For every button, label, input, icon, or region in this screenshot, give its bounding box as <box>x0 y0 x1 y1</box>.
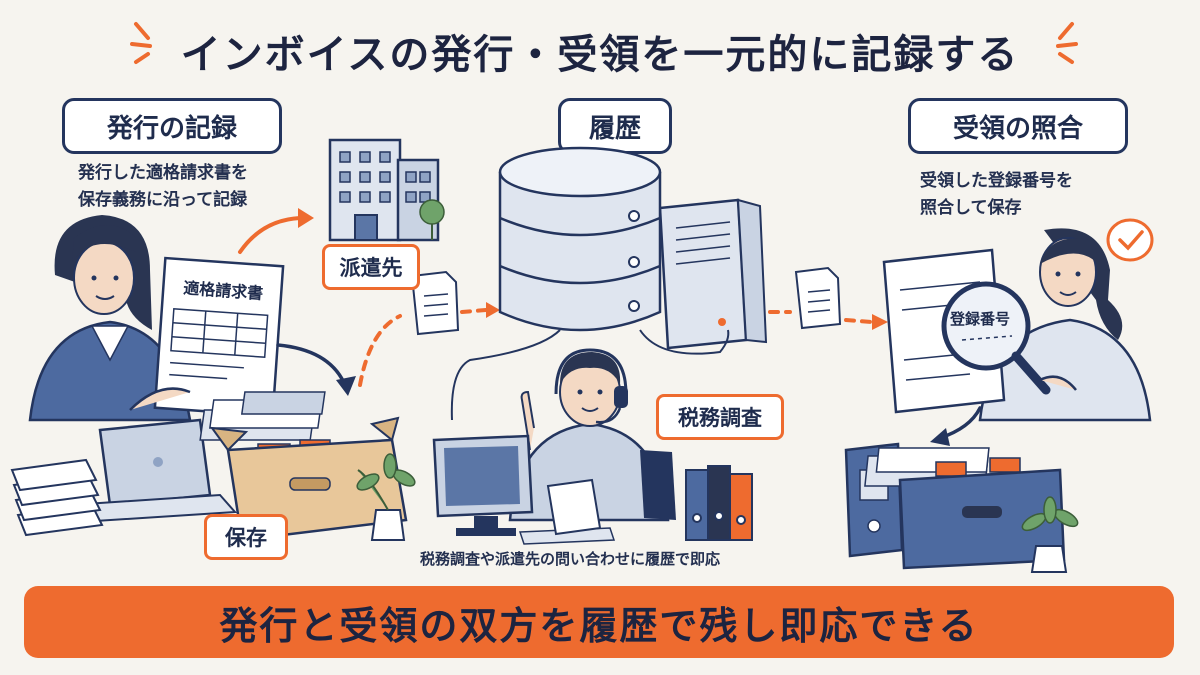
plant-icon <box>1021 496 1079 573</box>
arrow-storage-to-database <box>358 314 402 387</box>
magnifier-label: 登録番号 <box>949 310 1010 328</box>
laptop-icon <box>68 418 238 524</box>
tax-audit-tag: 税務調査 <box>656 394 784 440</box>
paper-stack-icon <box>10 458 104 537</box>
file-box-icon <box>864 447 1066 570</box>
binders-icon <box>685 465 753 541</box>
database-icon <box>498 146 662 332</box>
plant-icon <box>356 453 416 541</box>
receive-description: 受領した登録番号を 照合して保存 <box>920 171 1073 218</box>
document-icon <box>410 270 460 336</box>
destination-tag: 派遣先 <box>322 244 420 290</box>
issue-section-label: 発行の記録 <box>62 98 282 154</box>
arrow-to-destination <box>238 216 302 254</box>
storage-tag: 保存 <box>204 514 288 560</box>
receive-section-label: 受領の照合 <box>908 98 1128 154</box>
title-burst-right-icon <box>1056 22 1078 64</box>
office-building-icon <box>328 138 445 242</box>
checkmark-icon <box>1106 218 1154 262</box>
page-title: インボイスの発行・受領を一元的に記録する <box>180 32 1020 78</box>
summary-banner: 発行と受領の双方を履歴で残し即応できる <box>24 586 1174 658</box>
history-caption: 税務調査や派遣先の問い合わせに履歴で即応 <box>420 550 721 568</box>
issue-description: 発行した適格請求書を 保存義務に沿って記録 <box>78 163 248 210</box>
arrow-to-storage <box>276 343 347 387</box>
illustration: 適格請求書 <box>10 138 1154 573</box>
support-person-icon <box>508 348 670 522</box>
monitor-icon <box>432 434 616 545</box>
document-icon <box>794 266 842 330</box>
title-burst-left-icon <box>130 22 152 64</box>
magnifier-icon <box>941 281 1051 395</box>
server-tower-icon <box>658 198 768 350</box>
